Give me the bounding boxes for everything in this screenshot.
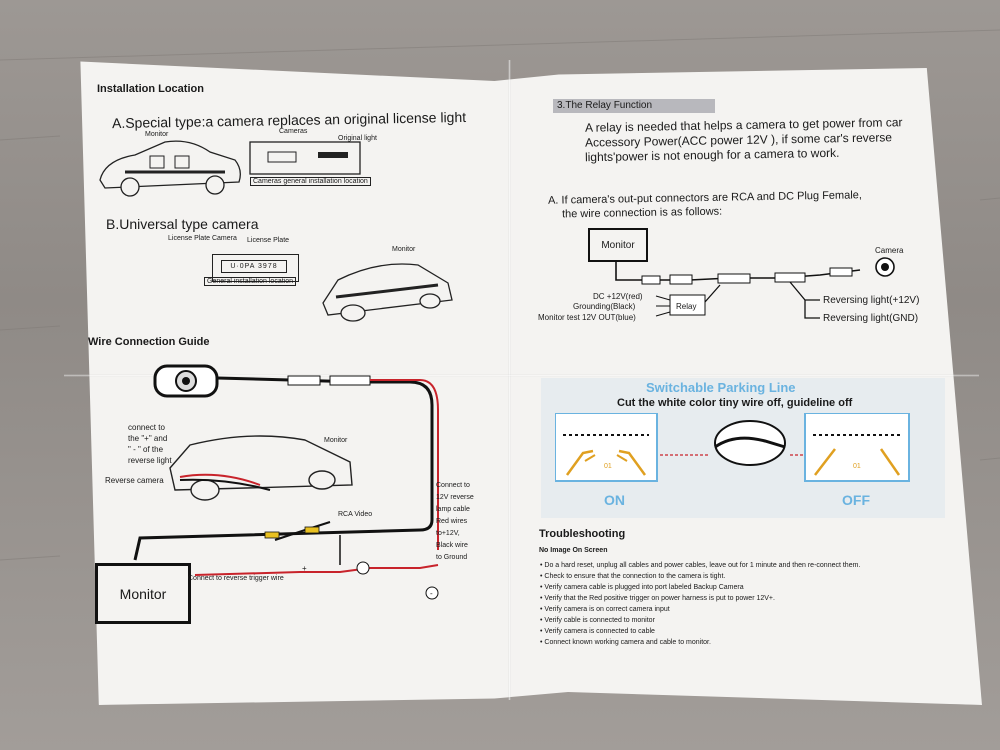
dc-12v-label: DC +12V(red): [593, 292, 643, 301]
minus-terminal-label: -: [430, 589, 433, 598]
parking-line-illustration: [555, 413, 910, 482]
connect-note-line-2: the "+" and: [128, 434, 168, 443]
troubleshooting-item: Verify cable is connected to monitor: [540, 615, 860, 626]
monitor-box-right: Monitor: [588, 228, 648, 262]
troubleshooting-item: Verify that the Red positive trigger on …: [540, 593, 860, 604]
general-installation-caption: General installation location: [204, 277, 296, 286]
installation-location-title: Installation Location: [97, 83, 204, 95]
license-plate-label: License Plate: [247, 237, 290, 244]
universal-type-heading: B.Universal type camera: [106, 216, 259, 232]
fold-crease-vertical: [508, 60, 511, 700]
switchable-subtitle: Cut the white color tiny wire off, guide…: [617, 397, 853, 409]
plus-terminal-label: +: [302, 564, 307, 573]
trigger-wire-note: Connect to reverse trigger wire: [188, 575, 284, 582]
on-label: ON: [604, 492, 625, 508]
right-note-line: 12V reverse: [436, 494, 474, 501]
car-rear-illustration-b: [322, 263, 453, 322]
right-note-line: to+12V,: [436, 530, 460, 537]
off-label: OFF: [842, 492, 870, 508]
plate-number: U·0PA 3978: [221, 260, 287, 273]
connect-note-line-3: " - " of the: [128, 445, 164, 454]
no-image-subtitle: No Image On Screen: [539, 547, 608, 554]
cameras-general-caption: Cameras general installation location: [250, 177, 371, 186]
relay-function-title: 3.The Relay Function: [553, 99, 715, 113]
monitor-label-b: Monitor: [392, 246, 416, 253]
car-interior-illustration-a: [99, 140, 241, 197]
cameras-label: Cameras: [279, 128, 308, 135]
fold-crease-horizontal: [64, 374, 979, 377]
connect-note-line-1: connect to: [128, 423, 165, 432]
troubleshooting-list: Do a hard reset, unplug all cables and p…: [540, 560, 860, 648]
troubleshooting-item: Verify camera is on correct camera input: [540, 604, 860, 615]
reversing-light-gnd-label: Reversing light(GND): [823, 313, 919, 324]
right-note-line: Black wire: [436, 542, 468, 549]
monitor-label-car: Monitor: [324, 437, 348, 444]
connect-note-line-4: reverse light: [128, 456, 172, 465]
right-wire-note: Connect to 12V reverse lamp cable Red wi…: [436, 480, 474, 564]
switchable-title: Switchable Parking Line: [646, 380, 796, 395]
right-note-line: Connect to: [436, 482, 470, 489]
wire-connection-guide-title: Wire Connection Guide: [88, 336, 210, 348]
right-note-line: to Ground: [436, 554, 468, 561]
monitor-box-left: Monitor: [95, 563, 191, 624]
camera-label-right: Camera: [875, 246, 904, 255]
guide-number-off: 01: [853, 463, 861, 470]
right-note-line: lamp cable: [436, 506, 470, 513]
right-note-line: Red wires: [436, 518, 468, 525]
troubleshooting-item: Verify camera is connected to cable: [540, 626, 860, 637]
reverse-camera-label: Reverse camera: [105, 476, 164, 485]
troubleshooting-item: Verify camera cable is plugged into port…: [540, 582, 860, 593]
guide-number-on: 01: [604, 463, 612, 470]
rca-video-label: RCA Video: [338, 511, 373, 518]
reversing-light-plus-label: Reversing light(+12V): [823, 295, 920, 306]
troubleshooting-item: Connect known working camera and cable t…: [540, 637, 860, 648]
grounding-label: Grounding(Black): [573, 302, 636, 311]
troubleshooting-item: Check to ensure that the connection to t…: [540, 571, 860, 582]
relay-wiring-diagram: [615, 257, 895, 319]
wire-connection-diagram: [133, 364, 439, 600]
relay-box-label: Relay: [676, 302, 697, 311]
cameras-location-illustration: [249, 141, 361, 175]
original-light-label: Original light: [338, 135, 377, 142]
license-plate-camera-label: License Plate Camera: [168, 235, 237, 242]
monitor-test-label: Monitor test 12V OUT(blue): [538, 313, 636, 322]
troubleshooting-title: Troubleshooting: [539, 528, 626, 540]
monitor-label-a: Monitor: [145, 131, 169, 138]
troubleshooting-item: Do a hard reset, unplug all cables and p…: [540, 560, 860, 571]
